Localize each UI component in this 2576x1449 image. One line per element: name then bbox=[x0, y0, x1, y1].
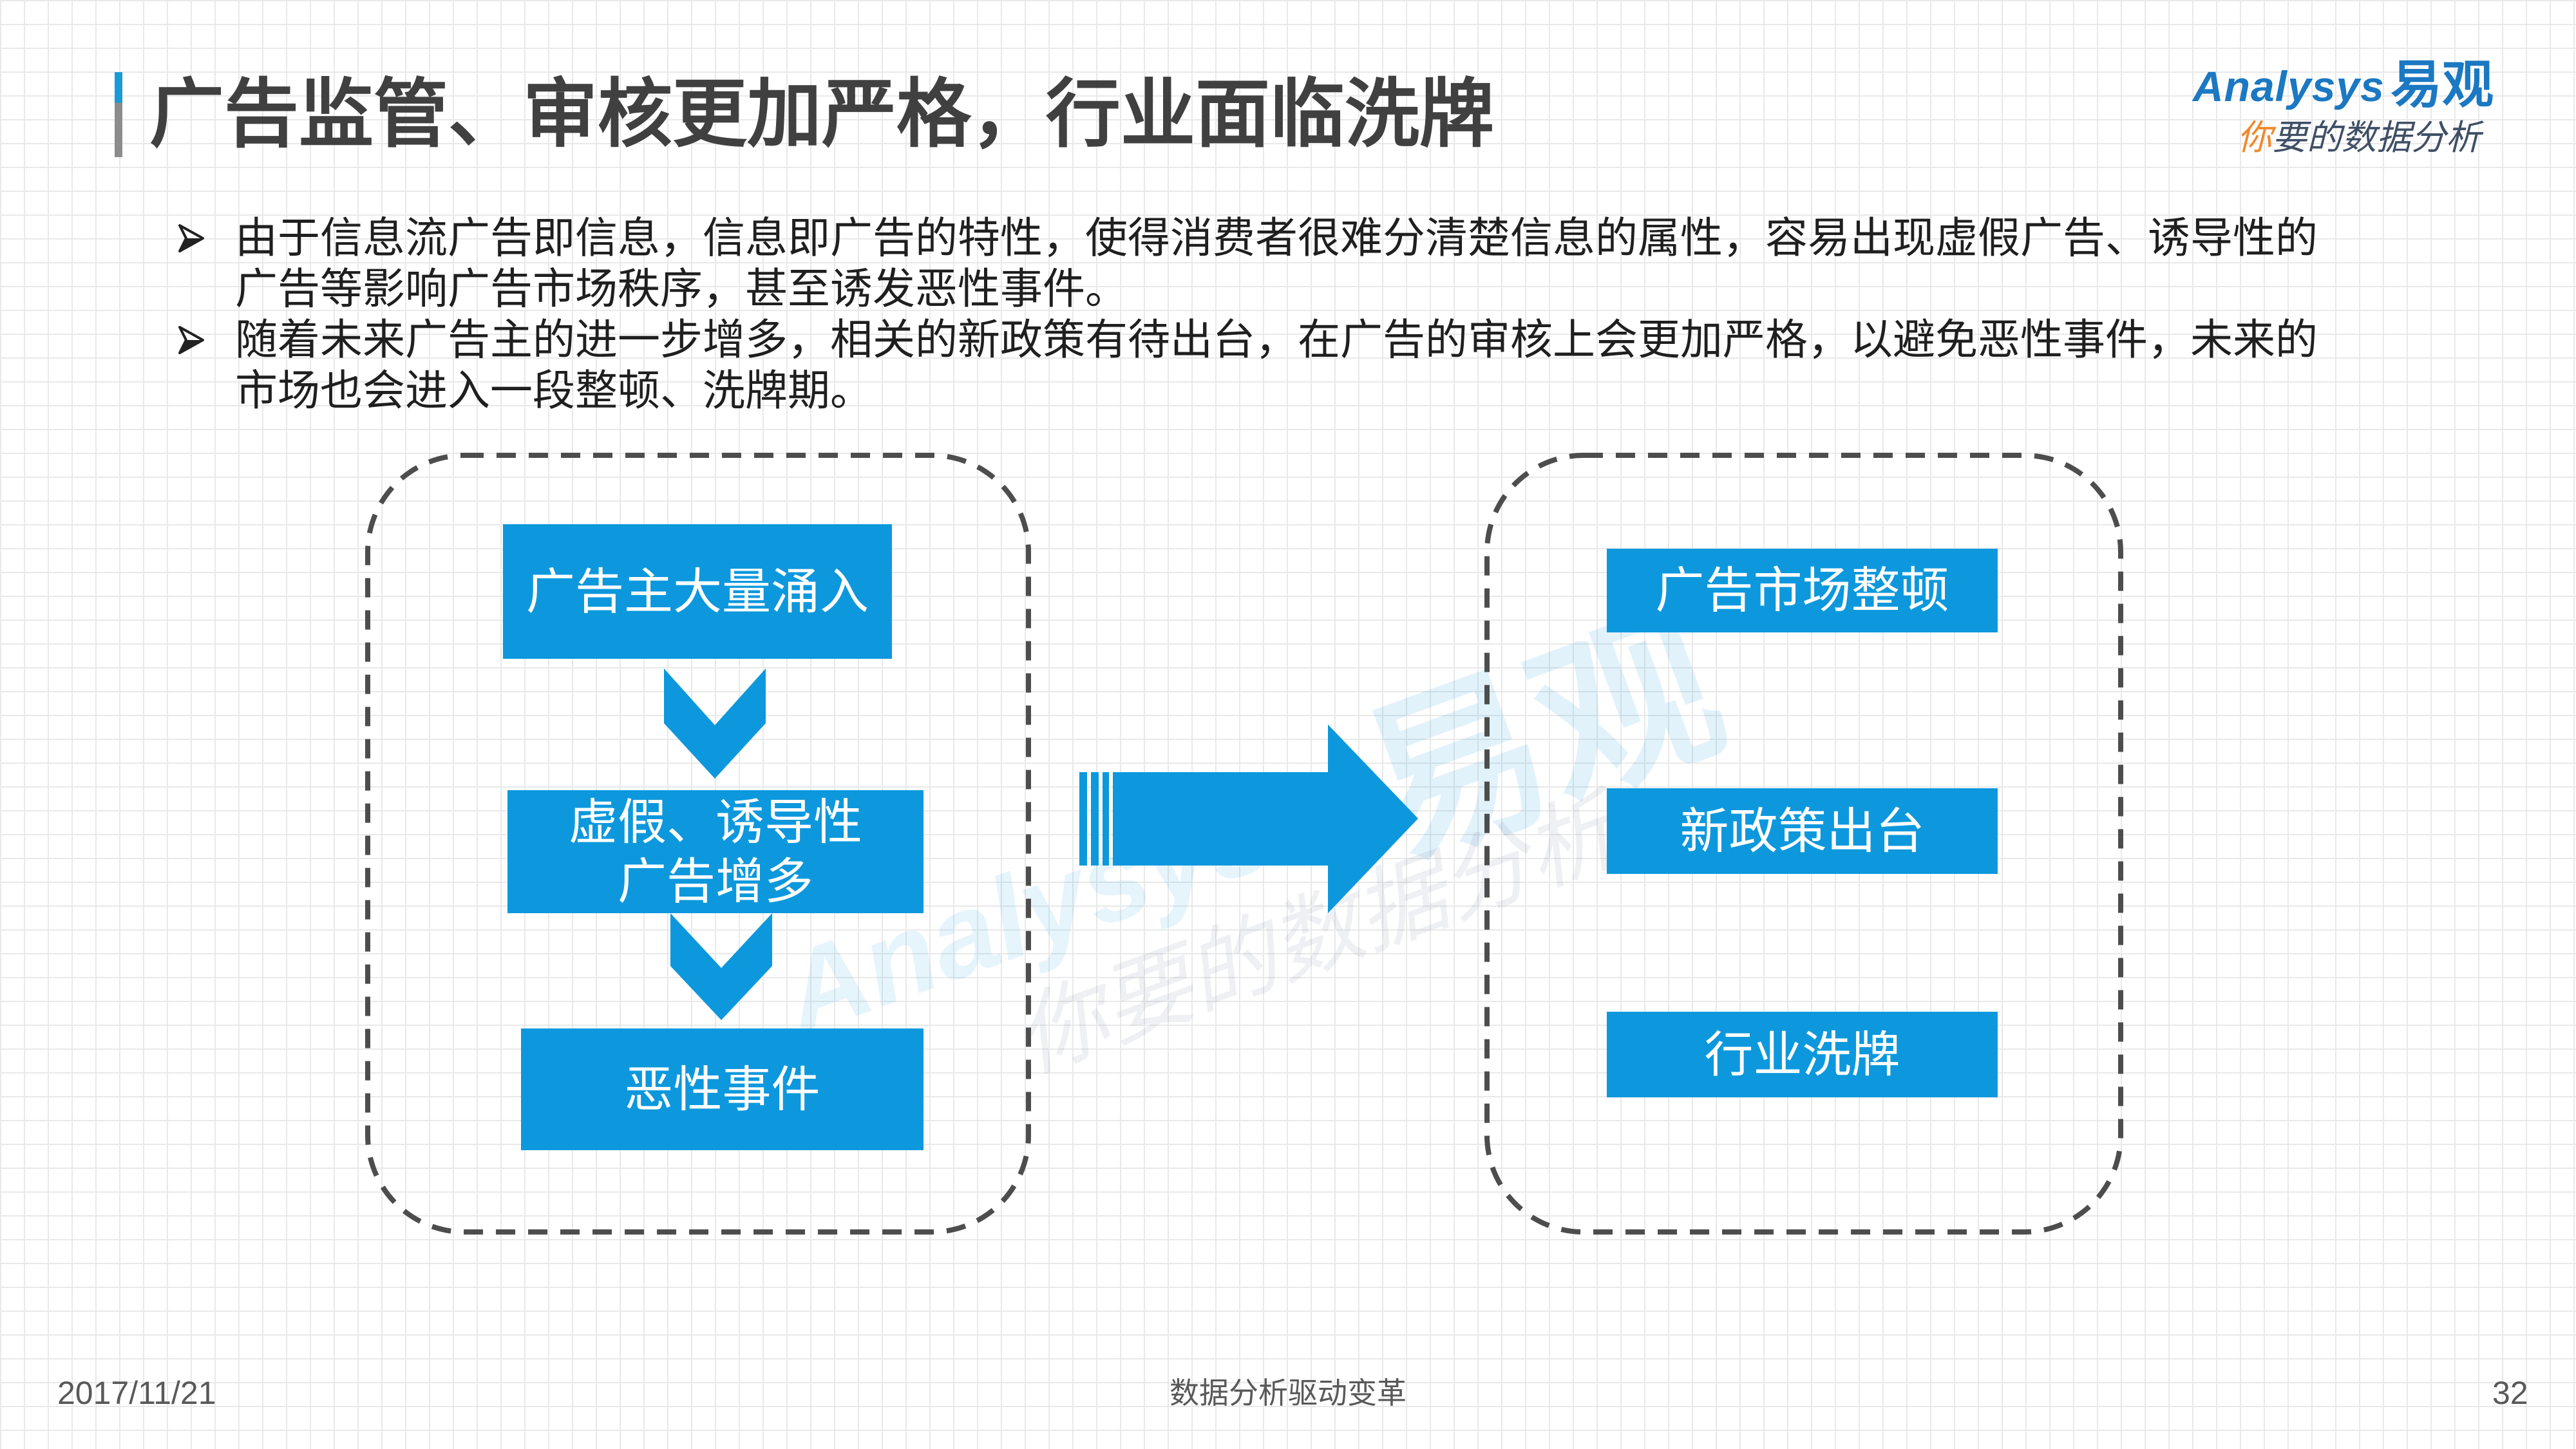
arrow-bullet-icon bbox=[178, 224, 204, 252]
footer-tagline: 数据分析驱动变革 bbox=[1170, 1376, 1406, 1410]
chevron-down-icon bbox=[664, 668, 766, 779]
cause-box-label: 广告主大量涌入 bbox=[526, 562, 869, 620]
causes-dashed-frame bbox=[365, 453, 1031, 1235]
arrow-right-icon bbox=[1079, 724, 1418, 913]
outcome-box-label: 行业洗牌 bbox=[1704, 1025, 1900, 1083]
outcome-box-market-rectification: 广告市场整顿 bbox=[1607, 549, 1998, 632]
page-number: 32 bbox=[2492, 1375, 2528, 1411]
page-title: 广告监管、审核更加严格，行业面临洗牌 bbox=[149, 71, 1494, 158]
cause-box-label-line-1: 虚假、诱导性 bbox=[569, 793, 862, 851]
bullet-1-line-1: 由于信息流广告即信息，信息即广告的特性，使得消费者很难分清楚信息的属性，容易出现… bbox=[235, 213, 2318, 263]
cause-box-false-ads: 虚假、诱导性 广告增多 bbox=[507, 790, 923, 913]
bullet-paragraph-1: 由于信息流广告即信息，信息即广告的特性，使得消费者很难分清楚信息的属性，容易出现… bbox=[235, 213, 2318, 314]
outcomes-dashed-frame bbox=[1484, 453, 2123, 1235]
bullet-1-line-2: 广告等影响广告市场秩序，甚至诱发恶性事件。 bbox=[235, 264, 1128, 314]
arrow-bullet-icon bbox=[178, 326, 204, 354]
logo-wordmark: Analysys bbox=[2193, 62, 2385, 110]
logo-slogan: 你要的数据分析 bbox=[2237, 117, 2481, 158]
chevron-down-icon bbox=[670, 913, 772, 1020]
cause-box-advertiser-influx: 广告主大量涌入 bbox=[503, 524, 892, 659]
cause-box-label: 恶性事件 bbox=[624, 1060, 820, 1118]
outcome-box-label: 新政策出台 bbox=[1680, 802, 1925, 860]
logo-slogan-rest: 要的数据分析 bbox=[2272, 117, 2481, 158]
bullet-2-line-1: 随着未来广告主的进一步增多，相关的新政策有待出台，在广告的审核上会更加严格，以避… bbox=[235, 315, 2318, 365]
logo-chinese-name: 易观 bbox=[2391, 55, 2494, 115]
outcome-box-industry-shakeout: 行业洗牌 bbox=[1607, 1012, 1998, 1097]
title-accent-bar bbox=[115, 72, 122, 157]
outcome-box-new-policy: 新政策出台 bbox=[1607, 788, 1998, 874]
logo-slogan-lead: 你 bbox=[2237, 117, 2272, 158]
bullet-paragraph-2: 随着未来广告主的进一步增多，相关的新政策有待出台，在广告的审核上会更加严格，以避… bbox=[235, 314, 2318, 416]
bullet-2-line-2: 市场也会进入一段整顿、洗牌期。 bbox=[235, 366, 873, 415]
outcome-box-label: 广告市场整顿 bbox=[1655, 562, 1949, 619]
cause-box-label-line-2: 广告增多 bbox=[618, 852, 813, 910]
cause-box-malicious-incidents: 恶性事件 bbox=[521, 1028, 923, 1150]
footer-date: 2017/11/21 bbox=[57, 1375, 216, 1411]
